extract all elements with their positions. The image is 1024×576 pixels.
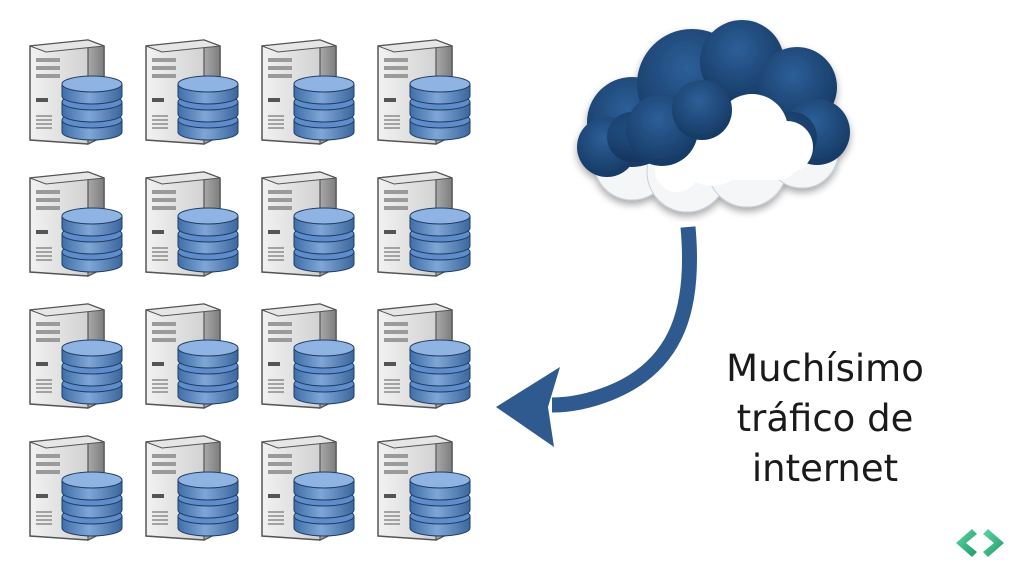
server-with-database-icon [366,296,476,411]
server-with-database-icon [18,296,128,411]
server-with-database-icon [134,164,244,279]
server-with-database-icon [134,296,244,411]
server-with-database-icon [18,164,128,279]
server-with-database-icon [134,428,244,543]
caption-line-2: tráfico de [736,397,914,440]
curved-arrow-icon [496,226,698,447]
cloud-icon [577,20,850,213]
server-with-database-icon [250,428,360,543]
server-grid [0,0,480,576]
caption-line-3: internet [751,447,899,490]
server-with-database-icon [366,428,476,543]
server-with-database-icon [366,32,476,147]
caption: Muchísimo tráfico de internet [700,344,950,494]
server-with-database-icon [250,164,360,279]
code-brackets-logo-icon [956,529,1004,557]
server-with-database-icon [18,428,128,543]
caption-line-1: Muchísimo [726,347,924,390]
server-with-database-icon [134,32,244,147]
server-with-database-icon [250,32,360,147]
server-with-database-icon [250,296,360,411]
server-with-database-icon [18,32,128,147]
server-with-database-icon [366,164,476,279]
